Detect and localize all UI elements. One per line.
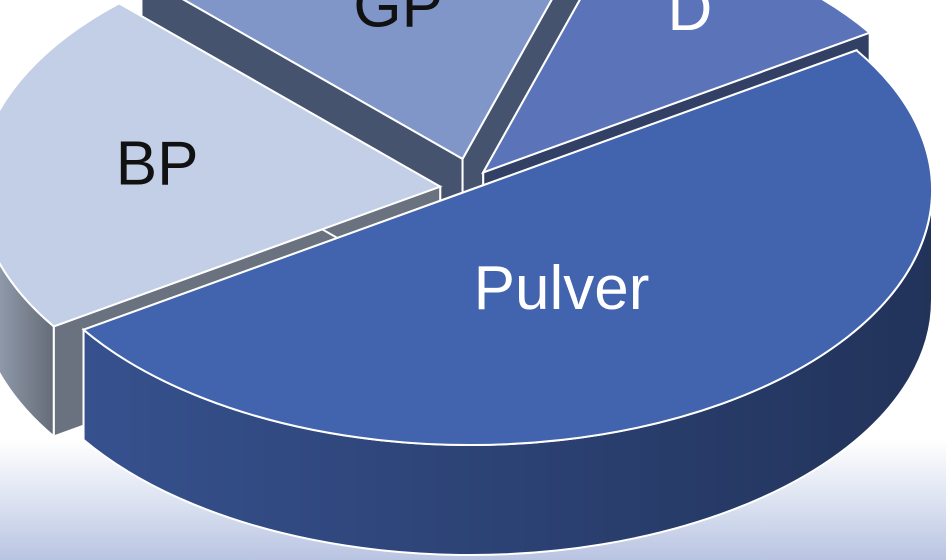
slice-top <box>81 49 933 446</box>
slice-label-bp: BP <box>116 129 199 198</box>
pie-slice-pulver: Pulver <box>81 48 933 556</box>
slice-top <box>481 0 872 175</box>
slice-top <box>182 0 553 161</box>
slice-label-pulver: Pulver <box>474 254 650 323</box>
slice-label-gp: GP <box>353 0 443 40</box>
slice-label-d: D <box>668 0 713 44</box>
slice-top <box>0 2 443 328</box>
